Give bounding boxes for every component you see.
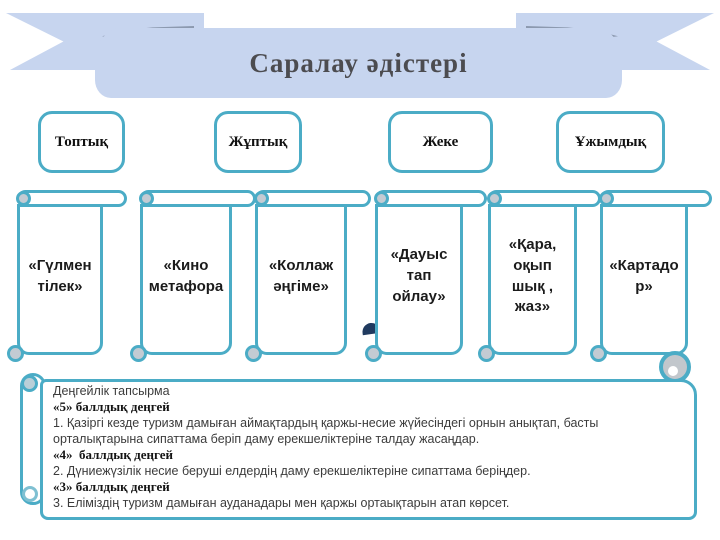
scroll-card-body: «Коллаж әңгіме» (255, 204, 347, 355)
method-box-zhuptyq: Жұптық (214, 111, 302, 173)
scroll-curl-icon (245, 345, 262, 362)
scroll-card-6: «Картадо р» (590, 190, 712, 362)
level5-heading: «5» баллдық деңгей (53, 399, 170, 414)
scroll-roll-cap-icon (487, 191, 502, 206)
level4-task: 2. Дүниежүзілік несие беруші елдердің да… (53, 464, 531, 478)
scroll-roll-cap-icon (254, 191, 269, 206)
method-box-label: Жұптық (228, 133, 288, 150)
method-box-label: Ұжымдық (574, 133, 647, 150)
scroll-card-body: «Картадо р» (600, 204, 688, 355)
scroll-curl-icon (130, 345, 147, 362)
scroll-card-body: «Қара, оқып шық , жаз» (488, 204, 577, 355)
task-panel (40, 379, 697, 520)
card-label: «Қара, оқып шық , жаз» (508, 236, 557, 316)
scroll-curl-icon (478, 345, 495, 362)
panel-curl-notch-icon (668, 366, 678, 376)
scroll-roll-cap-icon (139, 191, 154, 206)
scroll-card-1: «Гүлмен тілек» (7, 190, 127, 362)
panel-roll-cap-top-icon (21, 375, 38, 392)
task-panel-intro: Деңгейлік тапсырма (53, 384, 170, 398)
scroll-card-body: «Дауыс тап ойлау» (375, 204, 463, 355)
scroll-roll-cap-icon (374, 191, 389, 206)
scroll-card-body: «Гүлмен тілек» (17, 204, 103, 355)
ribbon-banner: Саралау әдістері (95, 28, 622, 98)
level4-heading: «4» баллдық деңгей (53, 447, 173, 462)
method-box-label: Топтық (54, 133, 109, 150)
scroll-curl-icon (590, 345, 607, 362)
level3-task: 3. Еліміздің туризм дамыған ауданадары м… (53, 496, 510, 510)
panel-roll-cap-bottom-icon (22, 486, 38, 502)
card-label: «Гүлмен тілек» (28, 256, 92, 295)
scroll-card-5: «Қара, оқып шық , жаз» (478, 190, 601, 362)
method-box-zheke: Жеке (388, 111, 493, 173)
card-label: «Картадо р» (609, 256, 679, 295)
method-box-uzhymdyq: Ұжымдық (556, 111, 665, 173)
scroll-roll-cap-icon (599, 191, 614, 206)
card-label: «Кино метафора (148, 256, 224, 295)
scroll-card-body: «Кино метафора (140, 204, 232, 355)
scroll-roll-icon (17, 190, 127, 207)
scroll-card-4: «Дауыс тап ойлау» (365, 190, 487, 362)
card-label: «Коллаж әңгіме» (268, 256, 334, 295)
card-label: «Дауыс тап ойлау» (390, 246, 448, 305)
level5-task: 1. Қазіргі кезде туризм дамыған аймақтар… (53, 416, 599, 446)
page-title: Саралау әдістері (249, 47, 468, 78)
method-box-toptyq: Топтық (38, 111, 125, 173)
scroll-curl-icon (365, 345, 382, 362)
scroll-curl-icon (7, 345, 24, 362)
scroll-roll-icon (488, 190, 601, 207)
scroll-roll-icon (255, 190, 371, 207)
scroll-roll-cap-icon (16, 191, 31, 206)
scroll-roll-icon (600, 190, 712, 207)
level3-heading: «3» баллдық деңгей (53, 479, 170, 494)
scroll-roll-icon (375, 190, 487, 207)
task-panel-text: Деңгейлік тапсырма «5» баллдық деңгей 1.… (53, 383, 653, 511)
scroll-card-2: «Кино метафора (130, 190, 256, 362)
scroll-roll-icon (140, 190, 256, 207)
method-box-label: Жеке (422, 133, 459, 150)
scroll-card-3: «Коллаж әңгіме» (245, 190, 371, 362)
